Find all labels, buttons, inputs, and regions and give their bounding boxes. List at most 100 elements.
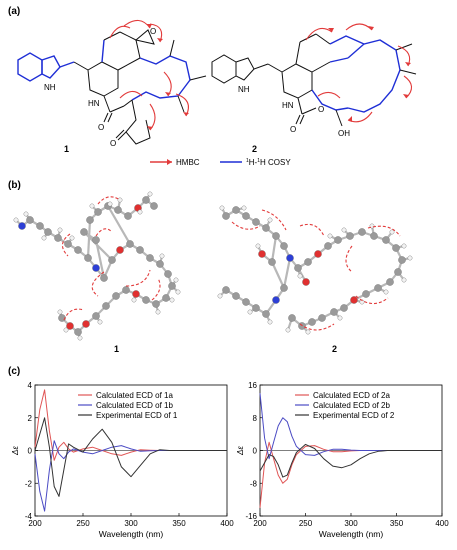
carbon-atom xyxy=(164,270,172,278)
y-axis-label: Δε xyxy=(236,446,245,456)
hydrogen-atom xyxy=(131,297,137,303)
carbon-atom xyxy=(304,258,312,266)
bond xyxy=(86,219,92,259)
oxygen-atom xyxy=(302,278,310,286)
structure-compound-2 xyxy=(211,33,417,127)
carbon-atom xyxy=(84,254,92,262)
indole-pyrrole-ring-2 xyxy=(235,57,255,81)
conformer-label-2: 2 xyxy=(332,344,337,354)
carbon-atom xyxy=(124,212,132,220)
carbon-atom xyxy=(74,246,82,254)
nitrogen-atom xyxy=(92,264,100,272)
carbon-atom xyxy=(74,328,82,336)
carbon-atom xyxy=(252,304,260,312)
series-line-2 xyxy=(34,440,227,512)
y-tick-label: 16 xyxy=(248,381,257,390)
bond xyxy=(282,257,292,289)
panel-label-b: (b) xyxy=(8,180,21,191)
carbon-atom xyxy=(114,206,122,214)
label-nh-2: NH xyxy=(238,85,250,94)
series-line-3 xyxy=(34,417,227,497)
oxygen-atom xyxy=(82,320,90,328)
bond xyxy=(271,261,285,289)
y-tick-label: 8 xyxy=(253,414,258,423)
carbon-atom xyxy=(370,232,378,240)
hydrogen-atom xyxy=(173,277,179,283)
noe-correlation-arrow xyxy=(95,228,113,237)
nitrogen-atom xyxy=(18,222,26,230)
conformer-label-1: 1 xyxy=(114,344,119,354)
carbon-atom xyxy=(126,240,134,248)
noe-correlation-arrow xyxy=(355,295,389,305)
oxygen-atom xyxy=(132,290,140,298)
x-tick-label: 350 xyxy=(172,519,186,528)
carbon-atom xyxy=(122,286,130,294)
hydrogen-atom xyxy=(147,191,153,197)
hydrogen-atom xyxy=(155,309,161,315)
carbon-atom xyxy=(242,212,250,220)
carbon-atom xyxy=(222,212,230,220)
hydrogen-atom xyxy=(341,227,347,233)
carbon-atom xyxy=(152,300,160,308)
carbon-atom xyxy=(26,216,34,224)
carbon-atom xyxy=(86,216,94,224)
label-oh-2: OH xyxy=(338,129,350,138)
hydrogen-atom xyxy=(63,327,69,333)
oxygen-atom xyxy=(66,322,74,330)
carbon-atom xyxy=(280,284,288,292)
hydrogen-atom xyxy=(383,289,389,295)
noe-correlation-arrow xyxy=(97,196,121,205)
y-axis-label: Δε xyxy=(11,446,20,456)
noe-correlation-arrow xyxy=(345,245,353,273)
carbon-atom xyxy=(92,236,100,244)
carbon-atom xyxy=(318,314,326,322)
carbon-atom xyxy=(142,196,150,204)
bond xyxy=(94,239,106,279)
y-tick-label: 4 xyxy=(28,381,33,390)
y-tick-label: 0 xyxy=(28,447,33,456)
oxygen-atom xyxy=(116,246,124,254)
carbon-atom xyxy=(362,290,370,298)
hydrogen-atom xyxy=(159,253,165,259)
carbon-atom xyxy=(156,260,164,268)
oxygen-atom xyxy=(314,250,322,258)
legend-cosy-label: 1H-1H COSY xyxy=(246,158,291,167)
indole-benzene-ring-1 xyxy=(17,52,43,82)
x-tick-label: 200 xyxy=(28,519,42,528)
carbon-atom xyxy=(324,242,332,250)
carbon-atom xyxy=(150,202,158,210)
x-tick-label: 300 xyxy=(124,519,138,528)
hydrogen-atom xyxy=(255,243,261,249)
hydrogen-atom xyxy=(401,243,407,249)
hydrogen-atom xyxy=(13,217,19,223)
noe-correlation-arrow xyxy=(91,271,105,297)
label-hn-2: HN xyxy=(282,101,294,110)
y-tick-label: 2 xyxy=(28,414,33,423)
carbon-atom xyxy=(262,224,270,232)
indole-pyrrole-ring-1 xyxy=(41,55,61,79)
carbon-atom xyxy=(64,240,72,248)
carbon-atom xyxy=(232,292,240,300)
hydrogen-atom xyxy=(77,335,83,341)
noe-correlation-arrow xyxy=(63,308,85,321)
hydrogen-atom xyxy=(217,293,223,299)
core-ring-1 xyxy=(87,61,119,97)
carbon-atom xyxy=(242,298,250,306)
hydrogen-atom xyxy=(57,227,63,233)
y-tick-label: -2 xyxy=(25,479,33,488)
nitrogen-atom xyxy=(286,254,294,262)
hydrogen-atom xyxy=(407,255,413,261)
carbon-atom xyxy=(54,234,62,242)
label-o-1c: O xyxy=(110,139,116,148)
carbon-atom xyxy=(280,242,288,250)
noe-correlation-arrow xyxy=(61,233,71,257)
oxygen-atom xyxy=(258,250,266,258)
carbon-atom xyxy=(334,236,342,244)
carbon-atom xyxy=(394,268,402,276)
y-tick-label: -4 xyxy=(25,512,33,521)
compound-label-1: 1 xyxy=(64,144,69,154)
lactone-ring-1 xyxy=(125,99,151,145)
compound-label-2: 2 xyxy=(252,144,257,154)
noe-correlation-arrow xyxy=(299,323,335,331)
